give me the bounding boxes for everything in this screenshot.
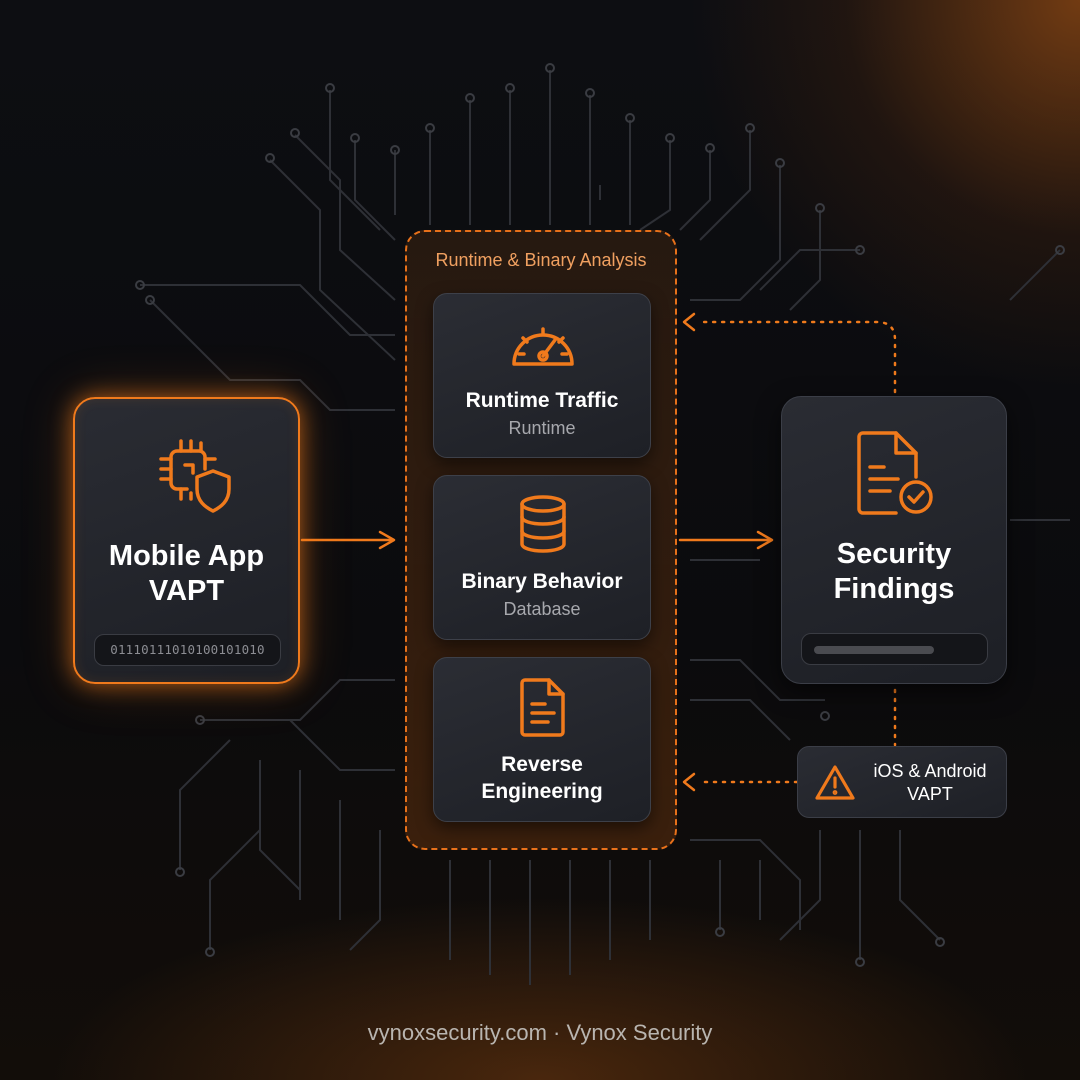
footer-credit[interactable]: vynoxsecurity.com · Vynox Security [367,1020,713,1045]
dotted-feedback-top [698,320,897,394]
mobile-app-vapt-card[interactable]: Mobile App VAPT 01110111010100101010 [73,397,300,684]
progress-track [801,633,988,665]
result-title-line2: Findings [833,573,955,605]
note-line2: VAPT [907,784,953,804]
binary-readout: 01110111010100101010 [94,634,281,666]
source-title-line2: VAPT [148,575,225,607]
runtime-binary-analysis-group: Runtime & Binary Analysis Runtime Traffi… [405,230,677,850]
reverse-engineering-title-line2: Engineering [481,780,603,803]
runtime-traffic-subtitle: Runtime [508,418,576,438]
runtime-traffic-card[interactable]: Runtime Traffic Runtime [433,293,651,458]
note-text: iOS & Android VAPT [860,760,1000,806]
document-icon [520,678,565,737]
security-findings-card[interactable]: Security Findings [781,396,1007,684]
binary-behavior-subtitle: Database [503,599,581,619]
binary-behavior-card[interactable]: Binary Behavior Database [433,475,651,640]
warning-icon [815,765,855,800]
database-icon [520,495,566,553]
source-title-line1: Mobile App [108,540,265,572]
runtime-traffic-title: Runtime Traffic [465,389,619,412]
result-title-line1: Security [836,538,952,570]
note-line1: iOS & Android [873,761,987,781]
gauge-icon [512,327,574,366]
progress-bar [814,646,934,654]
chip-shield-icon [159,439,231,513]
ios-android-vapt-note[interactable]: iOS & Android VAPT [797,746,1007,818]
reverse-engineering-card[interactable]: Reverse Engineering [433,657,651,822]
group-label: Runtime & Binary Analysis [435,250,647,270]
document-check-icon [857,431,933,515]
binary-behavior-title: Binary Behavior [461,570,623,593]
reverse-engineering-title-line1: Reverse [501,753,583,776]
